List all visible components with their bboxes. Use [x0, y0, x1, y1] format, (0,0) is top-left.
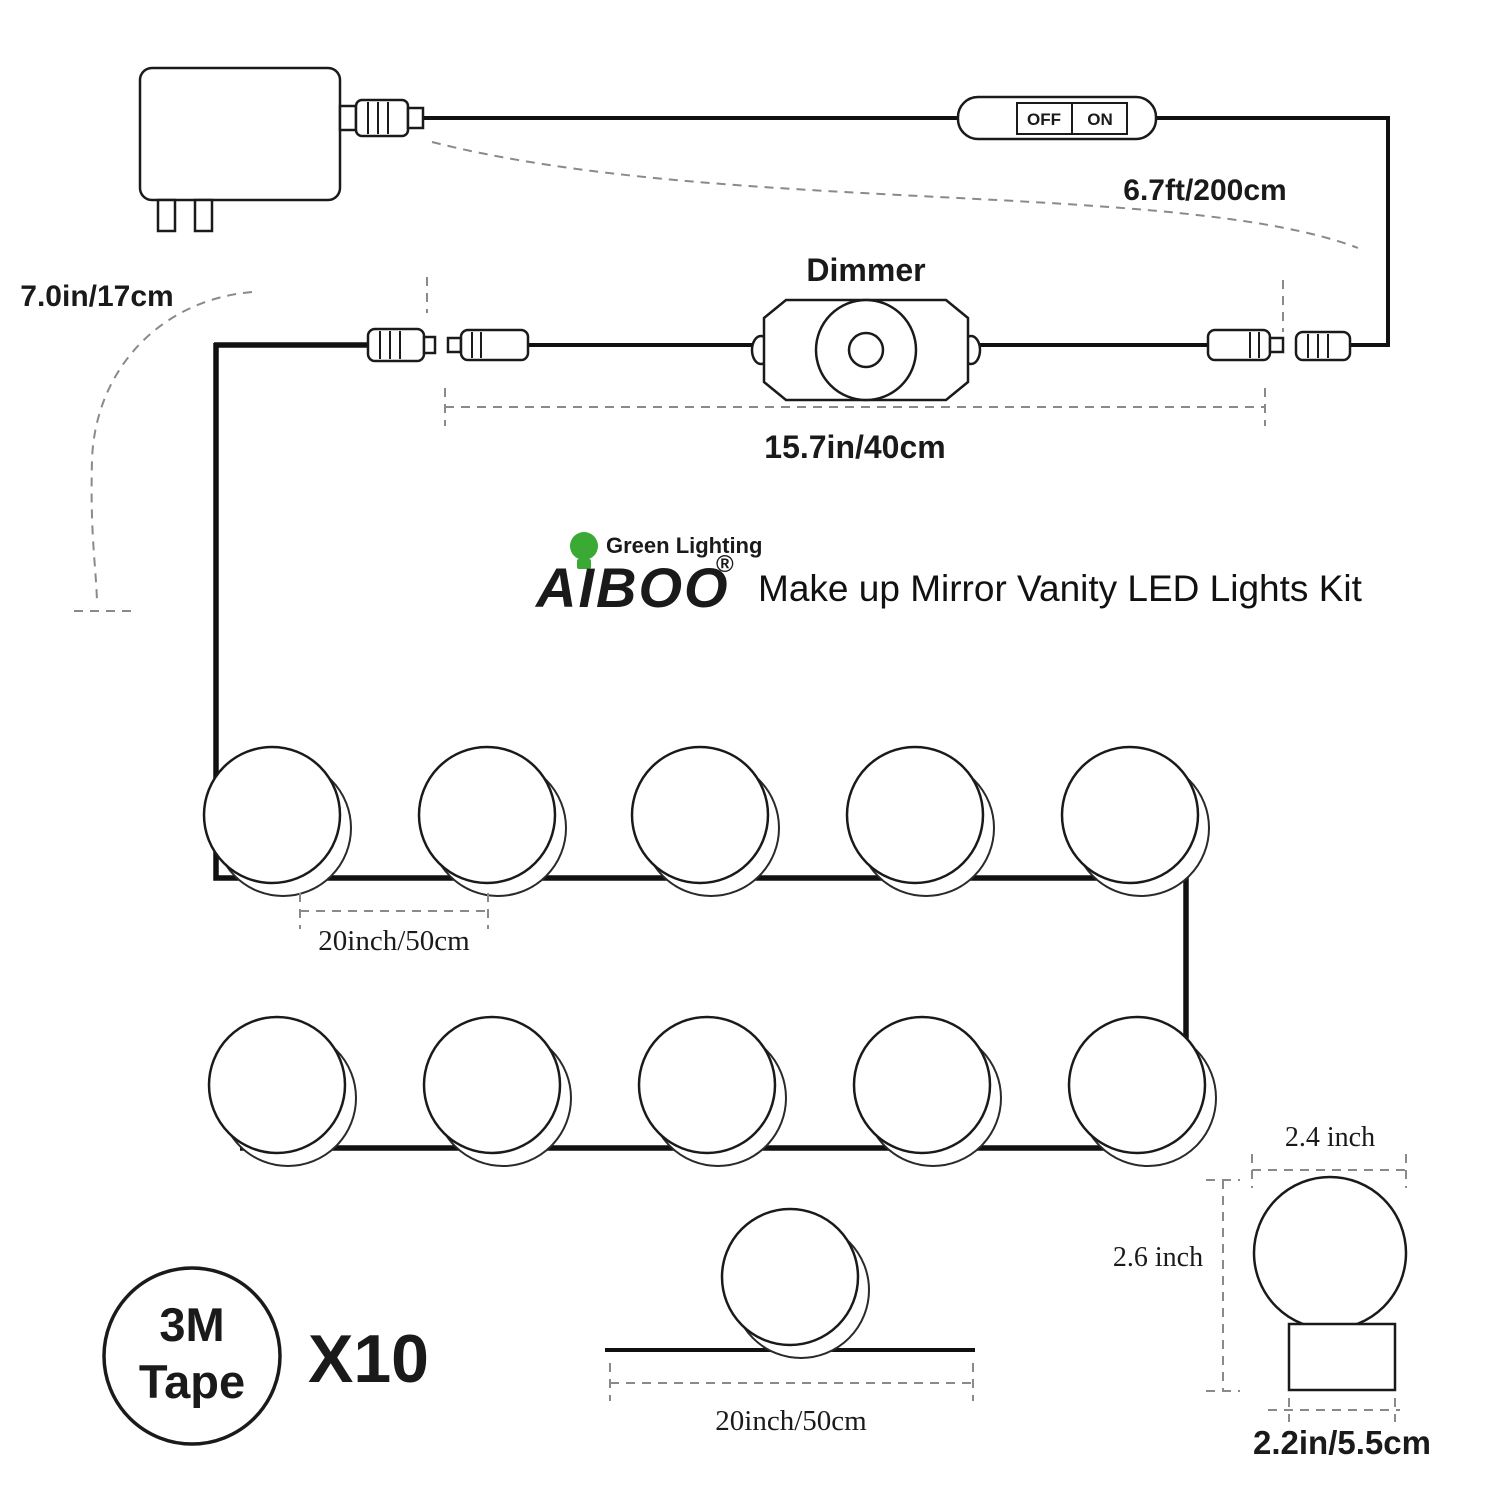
bulb [720, 1207, 871, 1360]
dimmer-label: Dimmer [806, 252, 925, 288]
tape-label-bottom: Tape [139, 1355, 245, 1408]
bulb-base-label: 2.2in/5.5cm [1253, 1424, 1431, 1461]
bulb-logo-icon-base [577, 559, 591, 569]
bulb [845, 745, 996, 898]
bulb-spacing-label: 20inch/50cm [318, 925, 470, 957]
bulb-row-1 [202, 745, 1211, 898]
plug-body [1206, 328, 1272, 362]
inline-switch: OFF ON [956, 95, 1158, 141]
tape-quantity: X10 [308, 1321, 429, 1397]
switch-off-label: OFF [1027, 110, 1061, 129]
bulb [637, 1015, 788, 1168]
bulb [422, 1015, 573, 1168]
bulb-spacing-measure: 20inch/50cm [299, 893, 489, 957]
connector-barrel [1294, 330, 1352, 362]
power-cable-measure: 6.7ft/200cm [431, 141, 1359, 332]
adapter-prong-right [193, 198, 214, 233]
bulb-logo-icon [570, 532, 598, 560]
bulb [1060, 745, 1211, 898]
tape-badge-circle [102, 1266, 282, 1446]
bulb [202, 745, 353, 898]
dimmer-cable-length-label: 15.7in/40cm [764, 429, 945, 465]
product-title: Make up Mirror Vanity LED Lights Kit [758, 568, 1363, 609]
dimmer-cable-measure: 15.7in/40cm [444, 388, 1266, 465]
tape-badge: 3M Tape X10 [102, 1266, 429, 1446]
power-cable [214, 116, 1390, 348]
bulb-dimension-detail: 2.4 inch 2.6 inch 2.2in/5.5cm [1113, 1122, 1431, 1461]
lead-wire-length-label: 7.0in/17cm [20, 280, 173, 313]
adapter-prong-left [156, 198, 177, 233]
adapter-body [138, 66, 342, 202]
adapter-connector-tip [406, 106, 425, 130]
tape-label-top: 3M [159, 1298, 224, 1351]
plug-tip [1268, 336, 1285, 354]
brand-logo: Green Lighting AIBOO ® Make up Mirror Va… [534, 532, 1363, 619]
bulb [417, 745, 568, 898]
measure-curve-power [431, 141, 1359, 249]
plug-tip [446, 336, 463, 354]
measure-curve-lead [90, 291, 253, 603]
connector-tip [422, 335, 437, 355]
brand-name: AIBOO [534, 556, 730, 619]
bulb-width-label: 2.4 inch [1285, 1122, 1375, 1153]
connector-barrel [366, 327, 426, 363]
connector-pair-right [1206, 328, 1352, 362]
switch-on-label: ON [1087, 110, 1113, 129]
bulb-base [1287, 1322, 1397, 1392]
lead-wire-measure: 7.0in/17cm [20, 277, 428, 612]
bulb [852, 1015, 1003, 1168]
power-cable-length-label: 6.7ft/200cm [1123, 174, 1286, 207]
bulb [630, 745, 781, 898]
bulb [207, 1015, 358, 1168]
bulb [1067, 1015, 1218, 1168]
dimmer: Dimmer [750, 252, 982, 402]
adapter-connector-barrel [354, 98, 410, 138]
bulb-on-strip: 20inch/50cm [605, 1207, 975, 1437]
switch-housing [956, 95, 1158, 141]
bulb-row-2 [207, 1015, 1218, 1168]
strip-span-label: 20inch/50cm [715, 1405, 867, 1437]
bulb-height-label: 2.6 inch [1113, 1242, 1203, 1273]
adapter-neck [338, 104, 358, 132]
connector-pair-left [366, 327, 530, 363]
plug-body [459, 328, 530, 362]
power-adapter [138, 66, 425, 233]
registered-mark: ® [716, 551, 734, 578]
bulb-dome [1252, 1175, 1408, 1331]
cable-switch-to-connector [1150, 116, 1390, 347]
dimmer-knob-center [847, 331, 885, 369]
logo-tagline: Green Lighting [606, 533, 762, 558]
